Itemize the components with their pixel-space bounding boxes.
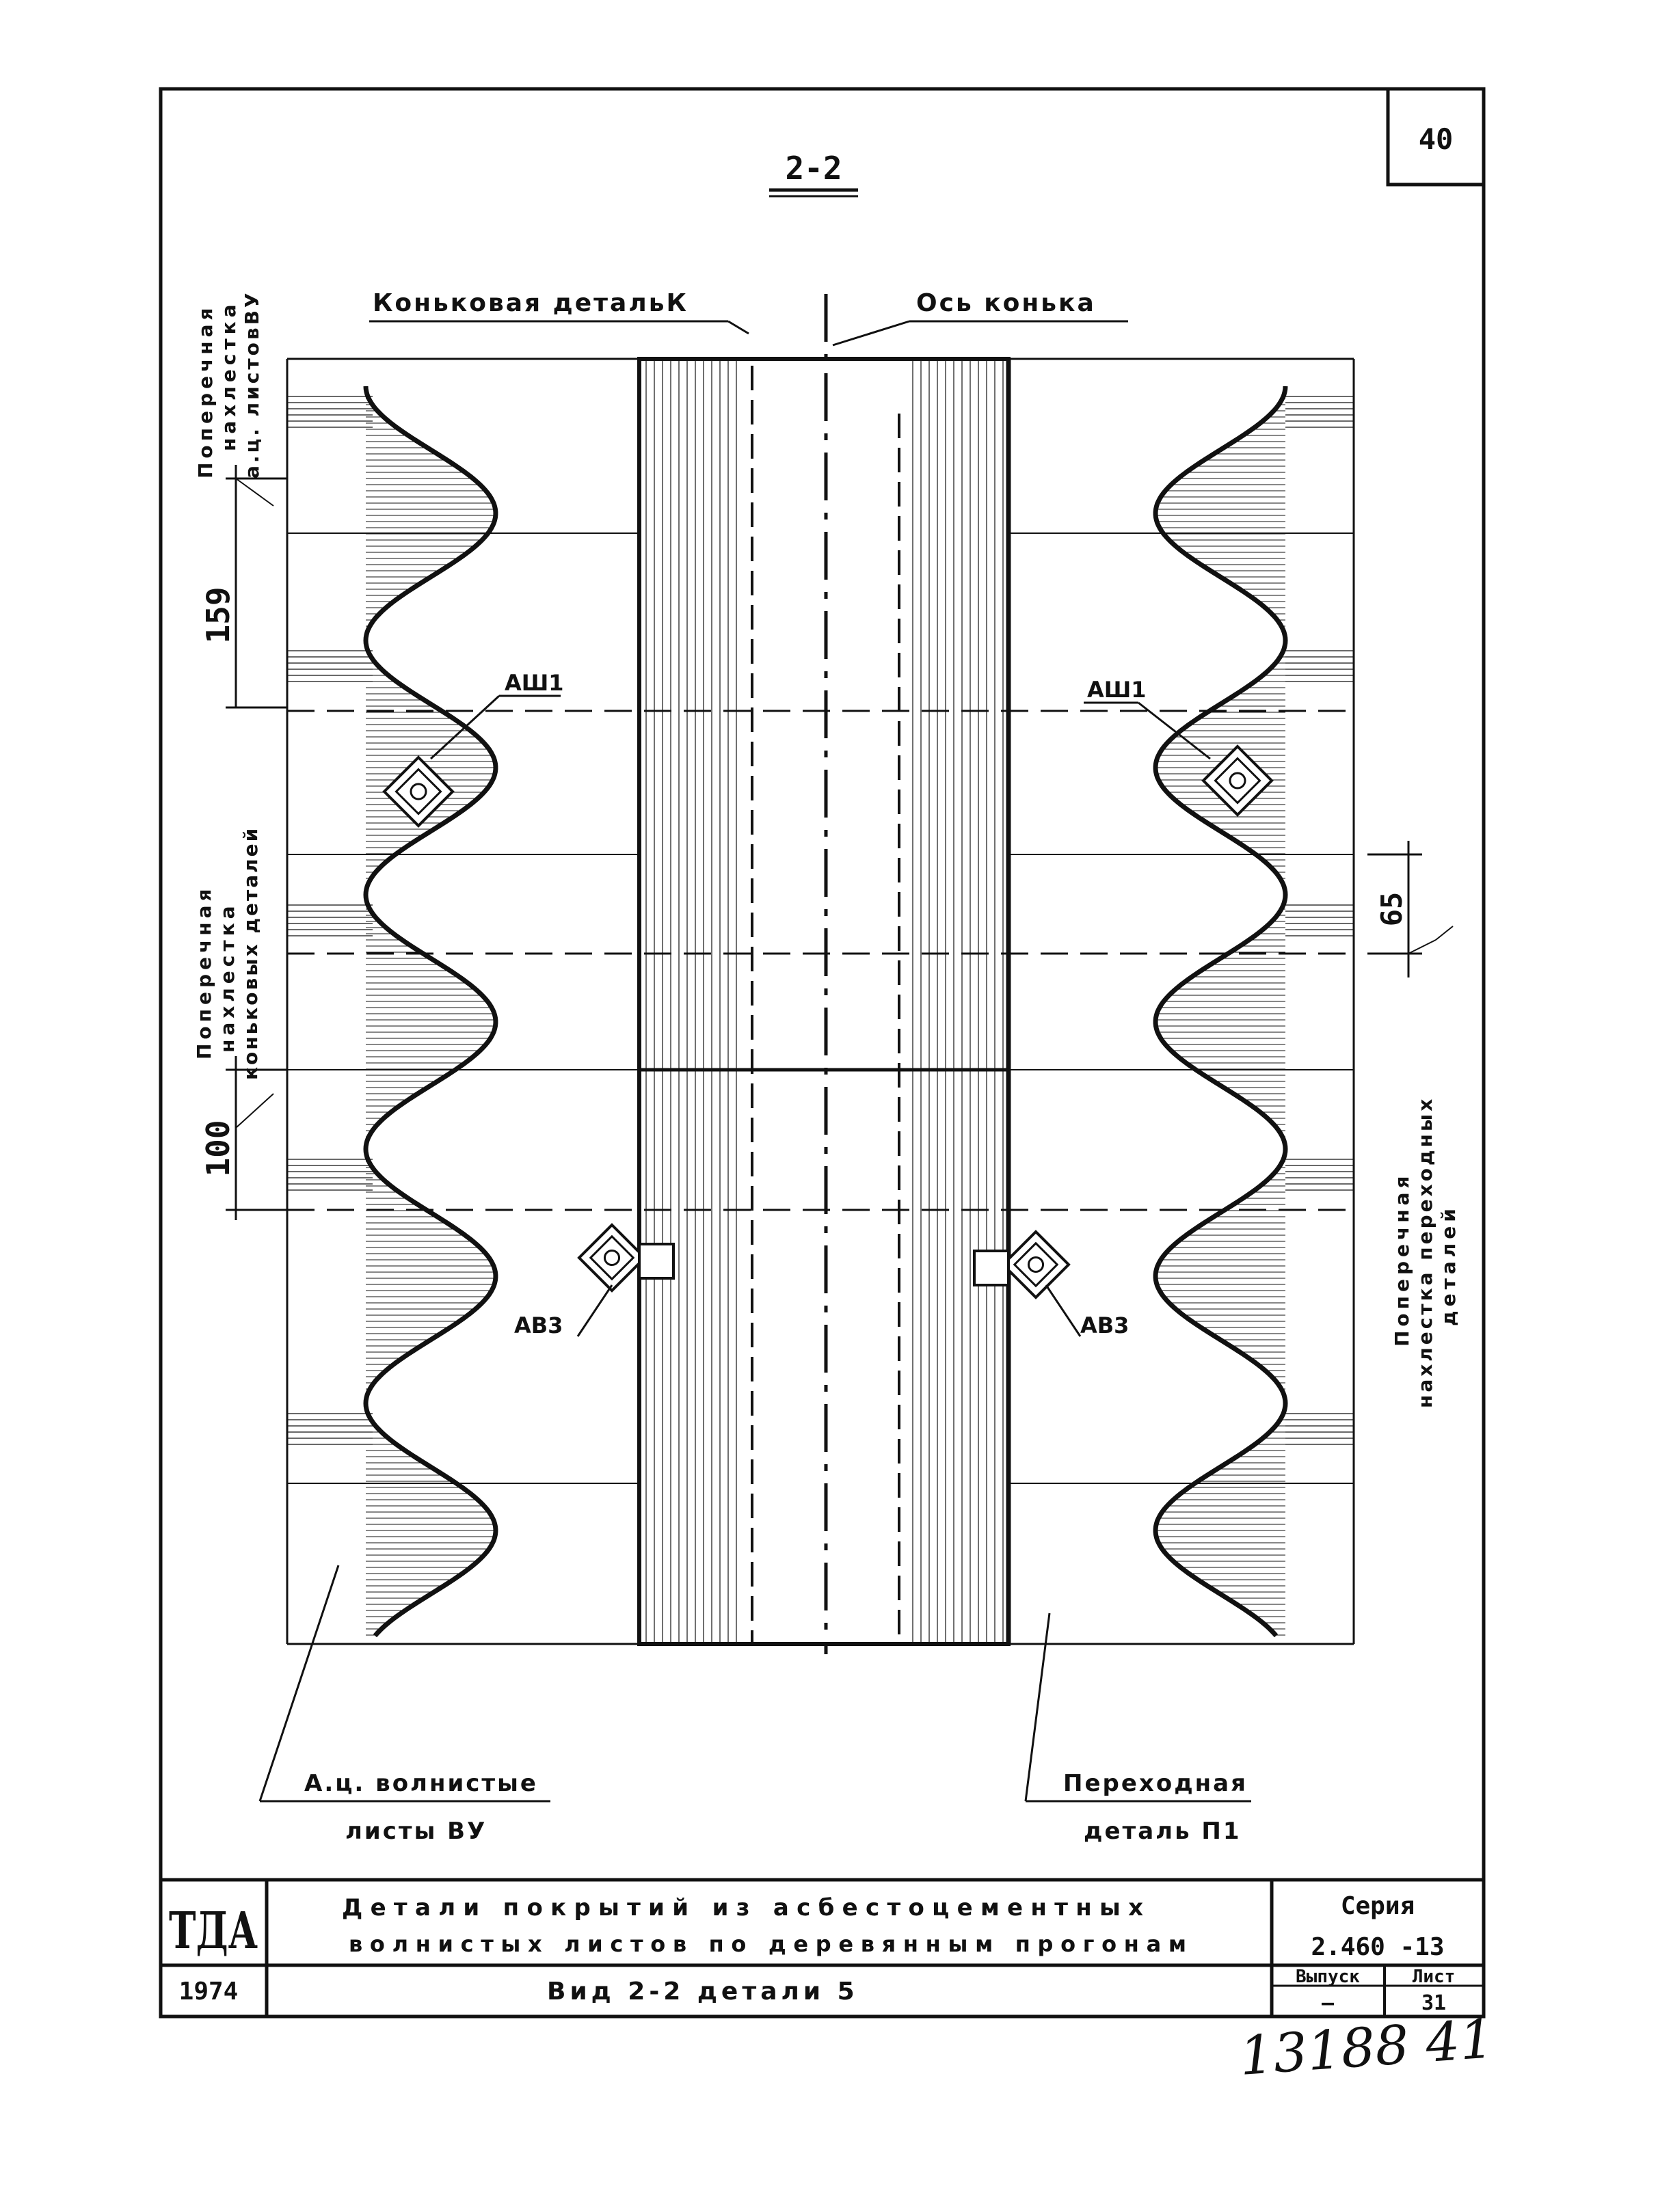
overlap-ridge-label-2: нахлестка: [216, 902, 239, 1053]
transition-label-2: деталь П1: [1084, 1818, 1242, 1845]
bolt-label-right: АШ1: [1087, 677, 1147, 703]
dimension-65-value: 65: [1375, 892, 1408, 927]
mark-label-left: АВ3: [514, 1312, 563, 1338]
overlap-trans-label-1: Поперечная: [1391, 1172, 1413, 1347]
sheets-label-2: листы ВУ: [345, 1818, 487, 1845]
overlap-ridge-label-1: Поперечная: [193, 885, 215, 1060]
dimension-100-value: 100: [200, 1120, 237, 1176]
transition-label-1: Переходная: [1063, 1770, 1248, 1797]
bolt-right-inner: [1214, 757, 1261, 805]
issue-label: Выпуск: [1296, 1967, 1360, 1987]
title-year: 1974: [179, 1978, 239, 2006]
overlap-trans-label-2: нахлестка переходных: [1414, 1096, 1436, 1408]
section-drawing: [286, 357, 1355, 1646]
mark-left-plate: [638, 1243, 675, 1280]
ridge-detail-band: [637, 357, 1011, 1646]
sheets-label-1: А.ц. волнистые: [304, 1770, 538, 1797]
mark-leader-right: [1045, 1284, 1082, 1337]
bolt-leader-left: [429, 694, 500, 760]
overlap-sheets-label-3: а.ц. листовВУ: [241, 290, 263, 478]
overlap-trans-leader: [1435, 926, 1454, 941]
section-label: 2-2: [785, 150, 842, 187]
mark-leader-left: [576, 1284, 613, 1337]
sheet-frame: [159, 87, 1486, 2019]
page-number: 40: [1419, 122, 1454, 156]
mark-label-right: АВ3: [1080, 1312, 1129, 1338]
title-line-2: волнистых листов по деревянным прогонам: [349, 1931, 1190, 1957]
sheet-label: Лист: [1413, 1967, 1456, 1987]
page-number-box: [1386, 87, 1486, 187]
bolt-left: [382, 755, 455, 828]
ridge-detail-leader: [727, 320, 749, 335]
issue-value: —: [1322, 1991, 1335, 2015]
bolt-label-left: АШ1: [505, 670, 564, 696]
bolt-left-hole: [410, 783, 427, 800]
mark-left: [577, 1223, 647, 1293]
sheet-value: 31: [1421, 1991, 1446, 2015]
dimension-159: [226, 465, 287, 709]
ridge-detail-label: Коньковая детальК: [373, 289, 689, 317]
overlap-ridge-label-3: коньковых деталей: [239, 826, 262, 1080]
ridge-axis-label: Ось конька: [916, 289, 1096, 317]
mark-right-plate: [973, 1250, 1010, 1286]
mark-right-hole: [1027, 1256, 1045, 1273]
series-label: Серия: [1341, 1892, 1415, 1920]
title-logo: ТДА: [169, 1902, 258, 1960]
sheets-leader: [258, 1565, 340, 1802]
dimension-159-value: 159: [200, 586, 237, 643]
bolt-leader-right: [1138, 701, 1211, 760]
series-value: 2.460 -13: [1311, 1933, 1444, 1961]
bolt-right-hole: [1229, 772, 1246, 790]
right-wave-profile: [1153, 386, 1288, 1638]
overlap-sheets-label-1: Поперечная: [194, 304, 217, 478]
overlap-trans-label-3: деталей: [1437, 1204, 1460, 1326]
mark-left-inner: [589, 1235, 635, 1281]
bolt-left-inner: [395, 768, 442, 815]
title-block: [161, 1878, 1484, 2017]
bolt-right: [1201, 744, 1274, 817]
left-wave-profile: [363, 386, 498, 1638]
overlap-sheets-label-2: нахлестка: [217, 300, 240, 451]
view-subtitle: Вид 2-2 детали 5: [547, 1978, 859, 2006]
mark-right-inner: [1013, 1241, 1059, 1288]
transition-leader: [1024, 1613, 1051, 1802]
mark-right: [1001, 1230, 1071, 1299]
ridge-axis-leader: [832, 320, 910, 347]
handwritten-number: 13188 41: [1238, 2008, 1496, 2088]
dimension-65: [1367, 841, 1436, 977]
mark-left-hole: [603, 1249, 621, 1267]
title-line-1: Детали покрытий из асбестоцементных: [342, 1894, 1149, 1921]
dimension-100: [226, 1056, 287, 1220]
